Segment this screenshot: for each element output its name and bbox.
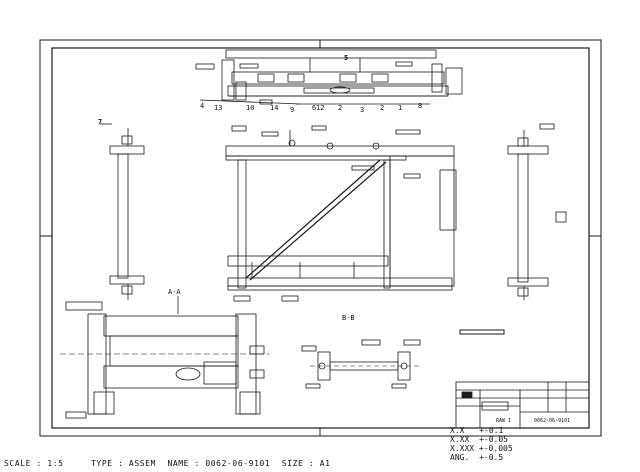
status-type: TYPE : ASSEM	[91, 459, 157, 468]
tolerance-row: ANG. +-0.5	[450, 453, 503, 462]
title-block	[455, 381, 590, 429]
callout-6: 6	[312, 104, 317, 112]
tolerance-value: +-0.005	[478, 444, 513, 453]
section-aa-view	[60, 296, 270, 419]
front-view	[225, 125, 457, 302]
status-name: NAME : 0062-06-9101	[167, 459, 271, 468]
status-bar: SCALE : 1:5 TYPE : ASSEM NAME : 0062-06-…	[4, 459, 331, 468]
tolerance-row: X.XX +-0.05	[450, 435, 508, 444]
tolerance-label: X.XXX	[450, 444, 475, 453]
callout-1: 1	[398, 104, 403, 112]
callout-10: 10	[246, 104, 255, 112]
callout-8: 8	[418, 102, 423, 110]
status-size: SIZE : A1	[281, 459, 331, 468]
callout-9: 9	[290, 106, 295, 114]
callout-13: 13	[214, 104, 223, 112]
tolerance-label: ANG.	[450, 453, 470, 462]
callout-4: 4	[200, 102, 205, 110]
callout-2a: 2	[338, 104, 343, 112]
section-label-aa: A-A	[168, 288, 181, 296]
title-block-drawing-number: 0062-06-9101	[534, 418, 571, 424]
callout-14: 14	[270, 104, 279, 112]
callout-3: 3	[360, 106, 365, 114]
tolerance-row: X.X +-0.1	[450, 426, 503, 435]
title-block-revision: RAW I	[496, 418, 512, 424]
right-side-view	[507, 123, 567, 300]
tolerance-value: +-0.05	[479, 435, 508, 444]
status-scale: SCALE : 1:5	[4, 459, 64, 468]
callout-5: 5	[344, 54, 349, 62]
left-side-view	[100, 123, 145, 300]
callout-2b: 2	[380, 104, 385, 112]
tolerance-label: X.X	[450, 426, 465, 435]
tolerance-row: X.XXX +-0.005	[450, 444, 513, 453]
callout-12: 12	[316, 104, 325, 112]
sheet-outer-frame	[39, 39, 602, 437]
top-view	[195, 49, 463, 105]
tolerance-value: +-0.1	[479, 426, 504, 435]
section-bb-view	[301, 339, 421, 389]
note-bar	[459, 329, 505, 335]
section-label-bb: B-B	[342, 314, 355, 322]
tolerance-value: +-0.5	[479, 453, 504, 462]
detail-label-7: 7	[98, 118, 103, 126]
tolerance-label: X.XX	[450, 435, 470, 444]
